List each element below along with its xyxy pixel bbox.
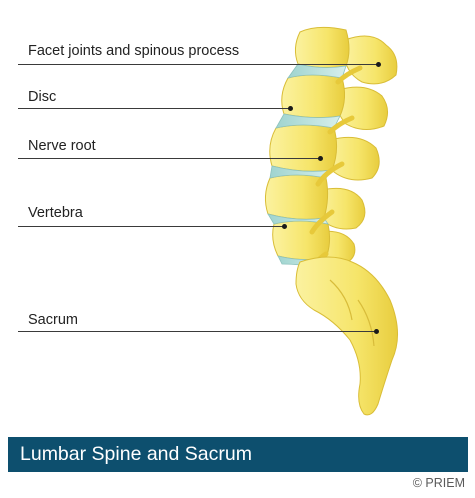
copyright-notice: © PRIEM bbox=[412, 476, 465, 490]
sacrum-shape bbox=[295, 256, 398, 416]
leader-sacrum bbox=[18, 331, 376, 332]
marker-vertebra bbox=[282, 224, 287, 229]
leader-facet bbox=[18, 64, 378, 65]
marker-disc bbox=[288, 106, 293, 111]
label-facet: Facet joints and spinous process bbox=[28, 43, 240, 59]
sacrum-ridge bbox=[329, 279, 375, 347]
marker-facet bbox=[376, 62, 381, 67]
leader-vertebra bbox=[18, 226, 284, 227]
label-vertebra: Vertebra bbox=[28, 205, 83, 221]
marker-nerve bbox=[318, 156, 323, 161]
leader-disc bbox=[18, 108, 290, 109]
label-disc: Disc bbox=[28, 89, 57, 105]
leader-nerve bbox=[18, 158, 320, 159]
label-sacrum: Sacrum bbox=[28, 312, 78, 328]
title-banner: Lumbar Spine and Sacrum bbox=[8, 437, 468, 472]
label-nerve: Nerve root bbox=[28, 138, 96, 154]
intervertebral-discs bbox=[267, 63, 347, 269]
marker-sacrum bbox=[374, 329, 379, 334]
